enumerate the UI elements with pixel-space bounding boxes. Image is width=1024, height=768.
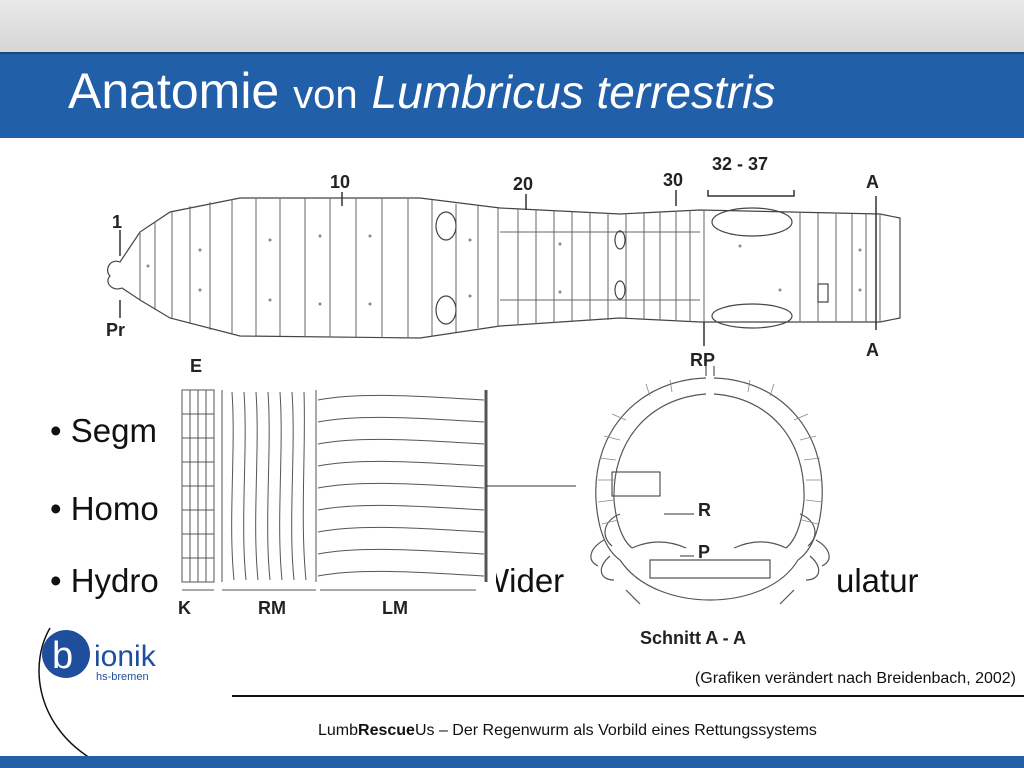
worm-openings	[435, 207, 829, 329]
cross-section-backdrop	[576, 360, 812, 652]
label-segment-20: 20	[513, 174, 533, 194]
footer-suffix: Us – Der Regenwurm als Vorbild eines Ret…	[414, 722, 817, 739]
worm-markers	[119, 190, 877, 346]
label-section-a-bottom: A	[866, 340, 879, 360]
label-segment-range: 32 - 37	[712, 154, 768, 174]
bottom-band	[0, 756, 1024, 768]
title-main: Anatomie	[68, 63, 280, 119]
zoom-box-front	[611, 471, 661, 497]
label-r: R	[698, 500, 711, 520]
worm-pores	[146, 234, 862, 306]
label-section-a-top: A	[866, 172, 879, 192]
footer-bold: Rescue	[358, 722, 415, 739]
cross-section-pointers	[664, 366, 715, 557]
image-credit: (Grafiken verändert nach Breidenbach, 20…	[694, 670, 1016, 687]
label-ring-muscle: RM	[258, 598, 286, 618]
logo-sub: hs-bremen	[96, 671, 149, 683]
header-gradient-band	[0, 0, 1024, 52]
cross-section-caption: Schnitt A - A	[640, 628, 746, 648]
muscle-layer-diagram	[181, 389, 488, 591]
title-von: von	[293, 73, 358, 117]
logo-swoosh-icon: b ionik hs-bremen	[38, 627, 157, 759]
worm-segment-lines	[139, 198, 881, 338]
footer-text: LumbRescueUs – Der Regenwurm als Vorbild…	[318, 722, 817, 740]
bullet-item: • Homo	[50, 490, 159, 527]
label-segment-30: 30	[663, 170, 683, 190]
logo-letter: b	[52, 635, 73, 677]
footer-rule	[232, 695, 1024, 697]
label-longitudinal-muscle: LM	[382, 598, 408, 618]
bullet-item: • Hydro	[50, 562, 159, 599]
logo-word: ionik	[94, 640, 157, 673]
label-rp: RP	[690, 350, 715, 370]
worm-body-diagram	[107, 197, 901, 339]
cross-section-diagram	[590, 377, 830, 605]
footer-prefix: Lumb	[318, 722, 359, 739]
bionik-logo: b ionik hs-bremen	[30, 622, 210, 762]
title-species: Lumbricus terrestris	[371, 66, 776, 118]
label-segment-10: 10	[330, 172, 350, 192]
slide-title: Anatomie von Lumbricus terrestris	[68, 62, 775, 120]
title-bar: Anatomie von Lumbricus terrestris	[0, 52, 1024, 138]
bullet-item: • Segm	[50, 412, 157, 449]
label-p: P	[698, 542, 710, 562]
label-segment-1: 1	[112, 212, 122, 232]
label-cuticle: K	[178, 598, 191, 618]
label-prostomium: Pr	[106, 320, 125, 340]
bullet-fragment-ulatur: ulatur	[836, 562, 919, 599]
label-epidermis: E	[190, 356, 202, 376]
cross-section-ring-hatching	[597, 379, 823, 525]
